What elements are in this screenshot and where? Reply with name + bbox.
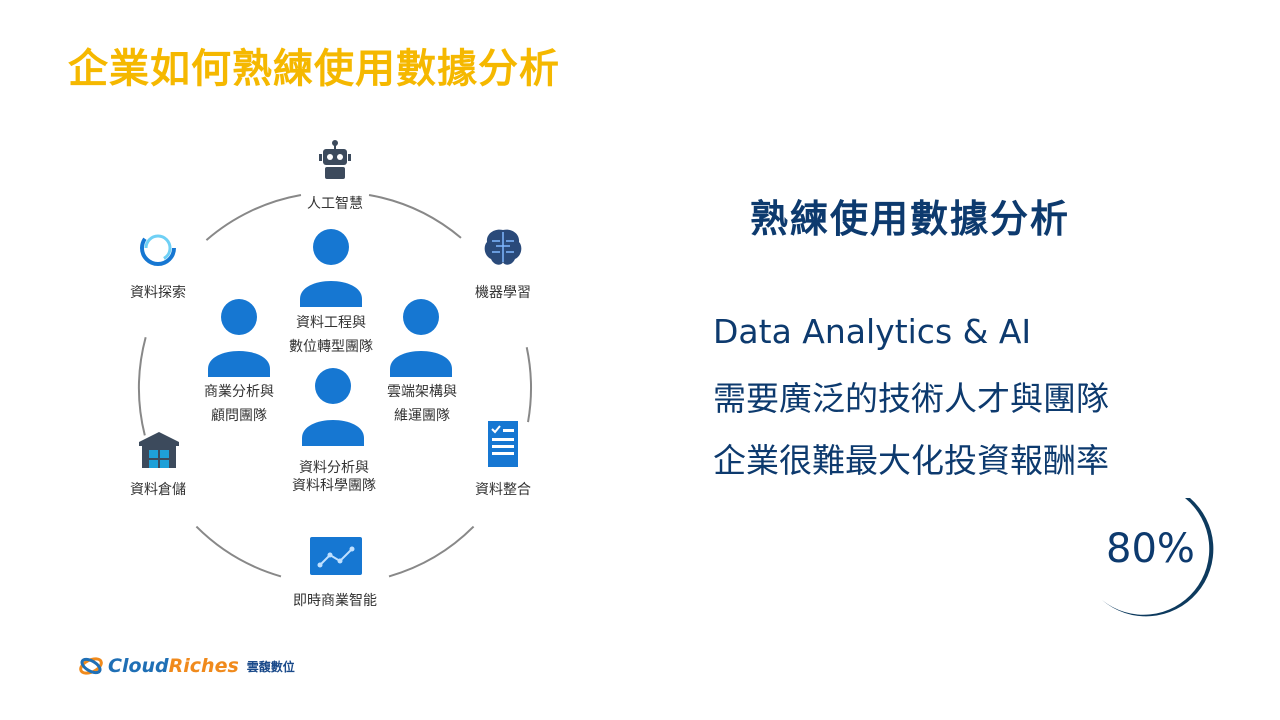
company-logo: CloudRiches 雲馥數位 bbox=[78, 654, 295, 678]
team-label-line: 顧問團隊 bbox=[211, 408, 267, 424]
logo-brand-b: Riches bbox=[168, 655, 239, 677]
logo-brand-a: Cloud bbox=[108, 655, 169, 677]
person-icon bbox=[208, 299, 270, 377]
text-line: 企業很難最大化投資報酬率 bbox=[713, 441, 1109, 480]
slide-title: 企業如何熟練使用數據分析 bbox=[68, 46, 560, 92]
ring-diagram bbox=[138, 193, 532, 578]
logo-chinese: 雲馥數位 bbox=[246, 659, 295, 674]
line-chart-icon bbox=[310, 537, 362, 575]
team-label-line: 維運團隊 bbox=[394, 408, 450, 424]
robot-icon bbox=[319, 140, 351, 179]
text-line: 需要廣泛的技術人才與團隊 bbox=[713, 379, 1109, 418]
percent-value: 80% bbox=[1106, 526, 1195, 572]
team-label-line: 商業分析與 bbox=[204, 384, 274, 400]
ring-arc bbox=[368, 193, 462, 239]
logo-swirl-icon bbox=[79, 657, 103, 675]
logo-brand: CloudRiches bbox=[108, 655, 239, 677]
text-line: Data Analytics & AI bbox=[713, 312, 1032, 351]
node-label-warehouse: 資料倉儲 bbox=[130, 482, 186, 498]
person-icon bbox=[300, 229, 362, 307]
node-label-exploration: 資料探索 bbox=[130, 285, 186, 301]
team-label-cloud: 雲端架構與維運團隊 bbox=[352, 380, 492, 428]
team-label-line: 數位轉型團隊 bbox=[289, 339, 373, 355]
team-label-business: 商業分析與顧問團隊 bbox=[169, 380, 309, 428]
brain-icon bbox=[484, 229, 522, 265]
ring-arc bbox=[525, 347, 532, 423]
section-subtitle: 熟練使用數據分析 bbox=[750, 197, 1071, 241]
node-label-bi: 即時商業智能 bbox=[293, 593, 377, 609]
node-label-integration: 資料整合 bbox=[475, 482, 531, 498]
warehouse-icon bbox=[139, 432, 179, 468]
person-icon bbox=[390, 299, 452, 377]
team-label-datascience: 資料分析與資料科學團隊 bbox=[264, 459, 404, 495]
node-label-ml: 機器學習 bbox=[475, 285, 531, 301]
team-label-line: 雲端架構與 bbox=[387, 384, 457, 400]
ring-arc bbox=[388, 525, 475, 578]
team-label-engineering: 資料工程與數位轉型團隊 bbox=[261, 311, 401, 359]
ring-arc bbox=[195, 525, 282, 578]
team-label-line: 資料工程與 bbox=[296, 315, 366, 331]
ring-arc bbox=[138, 337, 147, 436]
node-label-ai: 人工智慧 bbox=[307, 196, 363, 212]
circular-progress-icon bbox=[140, 230, 176, 266]
ring-arc bbox=[205, 193, 302, 241]
person-icon bbox=[302, 368, 364, 446]
team-label-line: 資料科學團隊 bbox=[292, 478, 376, 494]
document-checklist-icon bbox=[488, 421, 518, 467]
team-label-line: 資料分析與 bbox=[299, 460, 369, 476]
